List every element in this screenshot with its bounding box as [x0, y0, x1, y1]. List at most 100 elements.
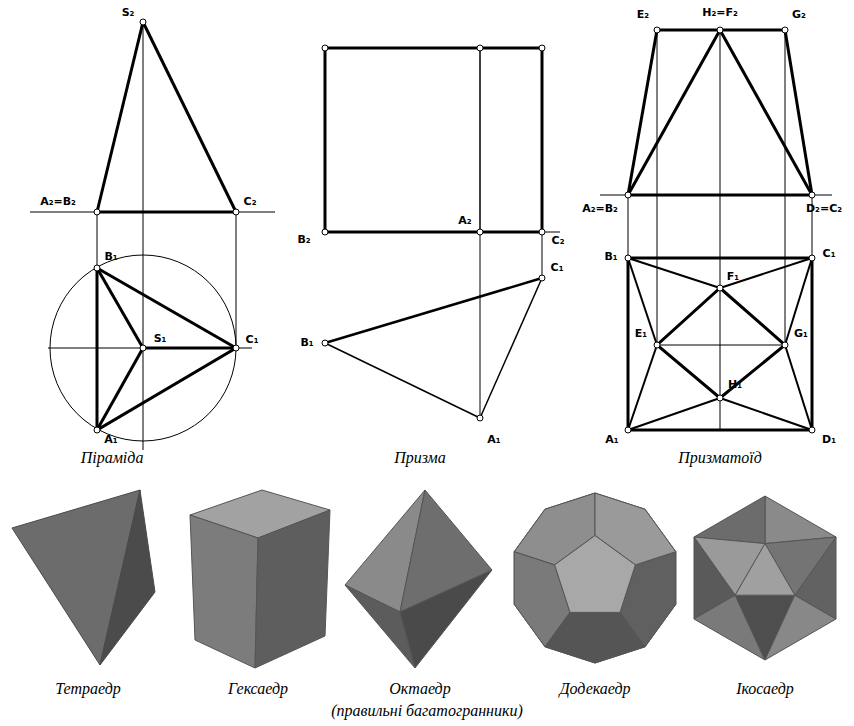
figure-caption: Тетраедр — [55, 680, 121, 698]
prismatoid-drawing — [628, 195, 629, 258]
prismatoid-points — [625, 192, 631, 198]
point-label: E₁ — [635, 328, 647, 340]
pyramid-drawing — [50, 255, 236, 441]
prismatoid-points — [625, 27, 815, 433]
prismatoid-points — [782, 342, 788, 348]
prismatoid-drawing — [720, 30, 812, 195]
pyramid-points — [140, 345, 146, 351]
point-label: A₂=B₂ — [40, 196, 76, 208]
prismatoid-points — [654, 342, 660, 348]
prismatoid-drawing — [785, 30, 786, 345]
point-label: C₂ — [552, 235, 565, 247]
prism-points — [539, 275, 545, 281]
prism-points — [539, 45, 545, 51]
prism-points — [322, 340, 328, 346]
prismatoid-points — [809, 427, 815, 433]
dodecahedron-solid — [514, 493, 676, 663]
prism-points — [477, 415, 483, 421]
octahedron-solid — [345, 490, 492, 668]
point-label: A₁ — [487, 434, 500, 446]
point-label: B₂ — [297, 234, 310, 246]
figure-caption: Призма — [394, 449, 446, 467]
point-label: D₂=C₂ — [806, 203, 842, 215]
icosahedron-solid — [694, 496, 836, 660]
pyramid-drawing — [143, 22, 144, 450]
prism-points — [322, 229, 328, 235]
prismatoid-drawing — [657, 288, 785, 398]
prismatoid-points — [654, 27, 660, 33]
prismatoid-drawing — [785, 345, 812, 430]
point-label: H₁ — [728, 379, 742, 391]
point-label: C₁ — [551, 262, 564, 274]
octahedron-solid — [400, 570, 492, 668]
prismatoid-drawing — [720, 398, 812, 430]
prism-drawing — [480, 278, 542, 418]
prismatoid-points — [782, 27, 788, 33]
pyramid-points — [140, 19, 146, 25]
point-label: D₁ — [822, 434, 836, 446]
prism-drawing — [480, 232, 481, 418]
figure-caption: Призматоїд — [678, 449, 762, 467]
prism-drawing — [325, 48, 560, 418]
point-label: A₁ — [104, 434, 117, 446]
prismatoid-drawing — [657, 345, 785, 346]
pyramid-drawing — [97, 268, 236, 430]
pyramid-points — [94, 265, 100, 271]
point-label: C₁ — [246, 334, 259, 346]
hexahedron-solid — [190, 515, 258, 668]
prism-drawing — [325, 48, 542, 232]
point-label: H₂=F₂ — [702, 7, 738, 19]
point-label: S₂ — [122, 7, 135, 19]
point-label: F₁ — [727, 271, 739, 283]
prism-drawing — [325, 343, 480, 418]
pyramid-points — [94, 19, 239, 433]
prismatoid-drawing — [600, 30, 832, 430]
point-label: C₂ — [244, 196, 257, 208]
pyramid-drawing — [97, 348, 143, 430]
pyramid-drawing — [97, 268, 143, 348]
point-label: A₂ — [458, 215, 471, 227]
figure-caption: (правильні багатогранники) — [331, 702, 523, 720]
icosahedron-solid — [765, 496, 836, 544]
figure-caption: Октаедр — [389, 680, 450, 698]
prismatoid-points — [809, 255, 815, 261]
pyramid-drawing — [48, 348, 252, 349]
figure-caption: Додекаедр — [559, 680, 630, 698]
pyramid-drawing — [97, 211, 236, 214]
figure-caption: Гексаедр — [228, 680, 288, 698]
tetrahedron-solid — [100, 490, 155, 665]
pyramid-points — [94, 427, 100, 433]
prismatoid-drawing — [720, 258, 812, 288]
prism-points — [322, 45, 545, 421]
prismatoid-drawing — [628, 258, 812, 430]
prismatoid-points — [717, 27, 723, 33]
prismatoid-points — [809, 192, 815, 198]
prismatoid-drawing — [628, 194, 812, 197]
prismatoid-drawing — [600, 195, 832, 196]
prismatoid-points — [717, 395, 723, 401]
point-label: S₁ — [154, 333, 167, 345]
prismatoid-points — [717, 285, 723, 291]
prismatoid-points — [625, 427, 631, 433]
prismatoid-drawing — [628, 345, 657, 430]
pyramid-drawing — [143, 22, 236, 212]
pyramid-drawing — [143, 347, 236, 350]
point-label: B₁ — [604, 251, 617, 263]
point-label: A₂=B₂ — [582, 203, 618, 215]
pyramid-points — [233, 345, 239, 351]
point-label: B₁ — [300, 337, 313, 349]
prismatoid-drawing — [720, 30, 721, 430]
point-label: G₂ — [792, 9, 806, 21]
pyramid-drawing — [30, 22, 275, 450]
prism-drawing — [325, 278, 542, 343]
pyramid-points — [233, 209, 239, 215]
prismatoid-drawing — [628, 398, 720, 430]
hexahedron-solid — [190, 490, 330, 668]
prismatoid-drawing — [785, 258, 812, 345]
point-label: B₁ — [104, 251, 117, 263]
tetrahedron-solid — [12, 490, 155, 665]
figure-caption: Ікосаедр — [736, 680, 794, 698]
prismatoid-drawing — [657, 30, 658, 345]
dodecahedron-solid — [555, 536, 636, 613]
